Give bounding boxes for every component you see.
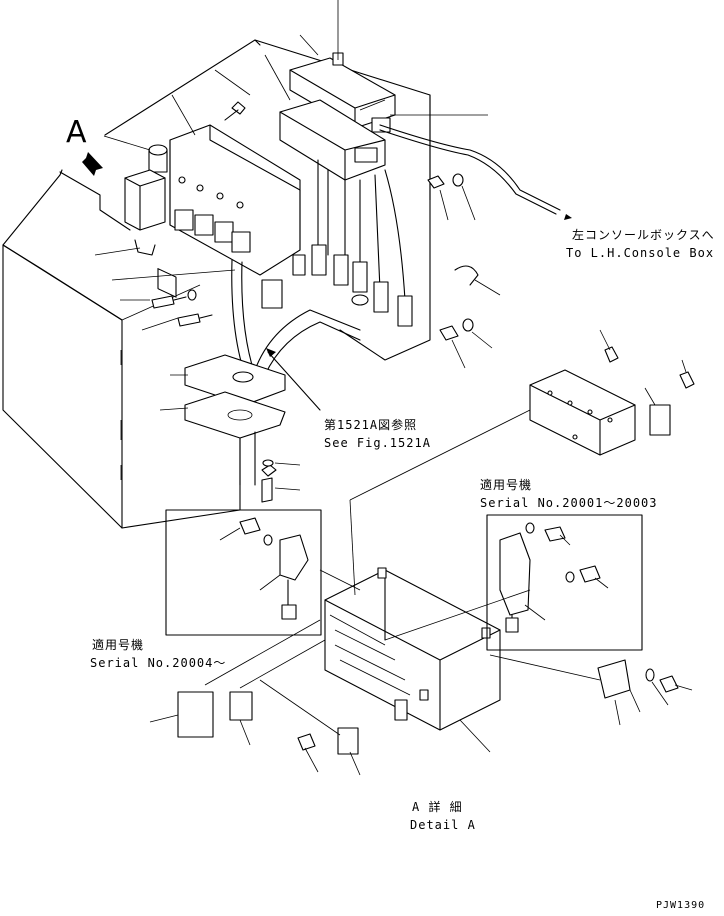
fig-ref-en: See Fig.1521A — [324, 436, 431, 450]
relay-bar — [529, 346, 695, 456]
detail-a-parts — [177, 659, 679, 755]
fig-ref-jp: 第1521A図参照 — [324, 418, 418, 432]
serial-b-jp: 適用号機 — [92, 638, 145, 652]
serial-a-en: Serial No.20001～20003 — [480, 496, 658, 510]
detail-jp: A 詳 細 — [412, 800, 463, 814]
grommet-plates — [184, 354, 286, 486]
serial-20004-box — [165, 509, 322, 636]
fig-ref-arrow — [266, 348, 321, 411]
detail-en: Detail A — [410, 818, 476, 832]
view-arrow — [82, 152, 103, 176]
bolts-main — [151, 101, 479, 503]
serial-b-en: Serial No.20004～ — [90, 656, 227, 670]
monitor-lower — [279, 99, 391, 181]
serial-a-jp: 適用号機 — [480, 478, 533, 492]
relay-box — [124, 124, 301, 298]
harness-connectors — [231, 159, 413, 376]
console-cable — [379, 124, 572, 220]
detail-a-box — [324, 567, 501, 731]
console-box-jp: 左コンソールボックスへ — [572, 228, 715, 242]
leader-lines — [94, 0, 693, 776]
console-box-en: To L.H.Console Box — [566, 246, 715, 260]
drawing-code: PJW1390 — [656, 900, 706, 911]
view-marker: A — [66, 115, 87, 150]
serial-20001-box — [486, 514, 643, 651]
